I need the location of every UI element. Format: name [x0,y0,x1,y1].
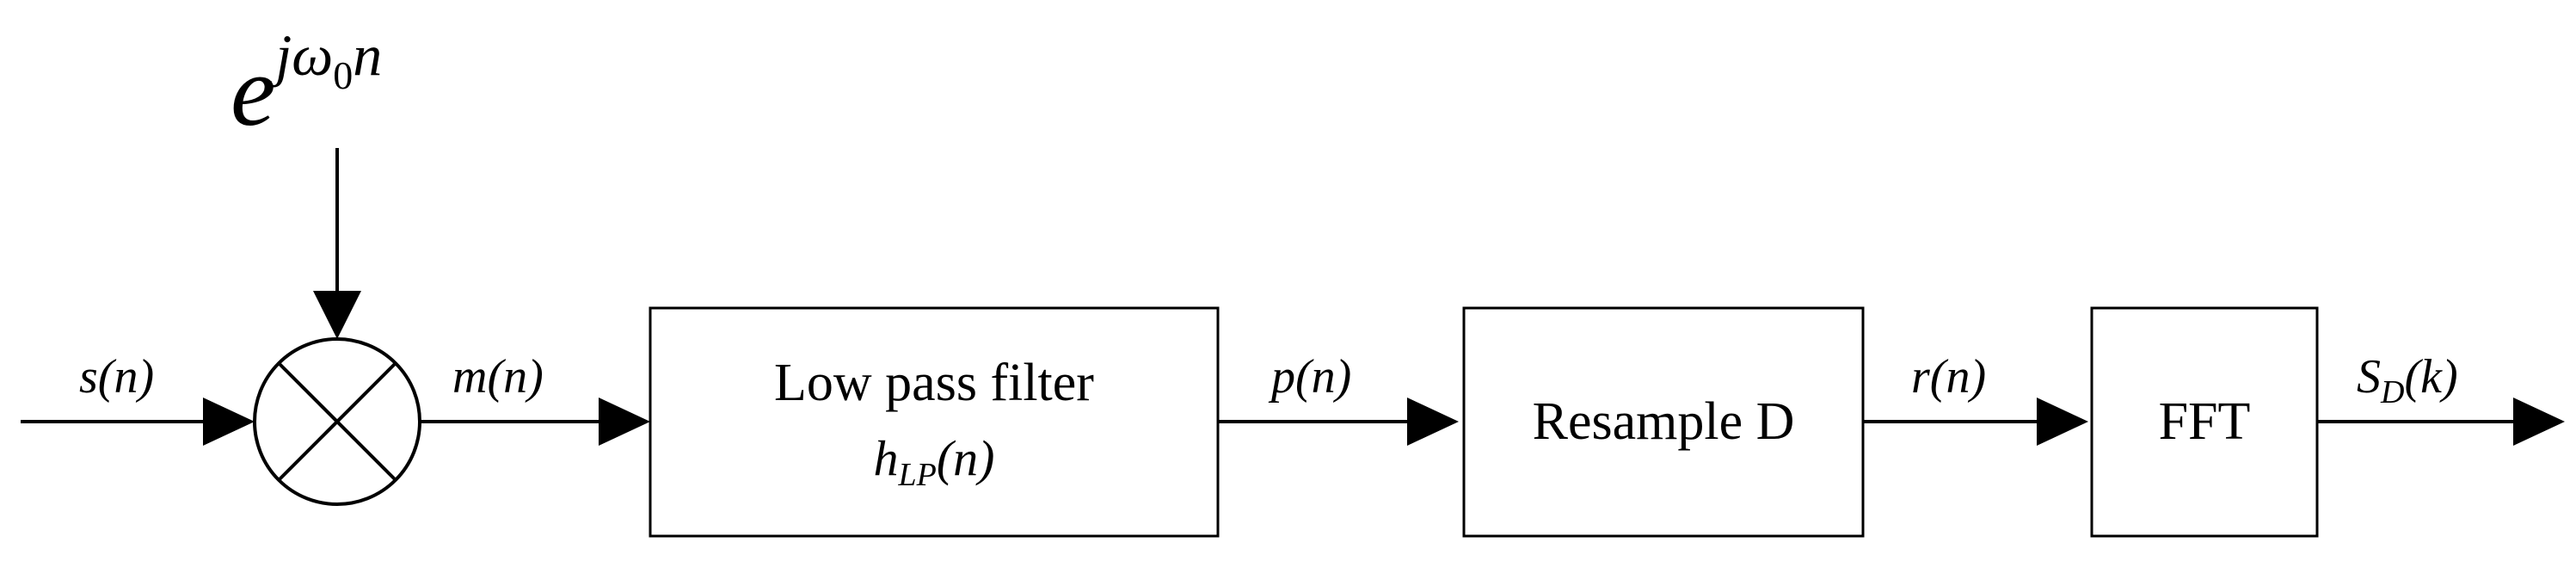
mixer-symbol [253,337,421,506]
resample-label: Resample D [1533,392,1795,451]
low-pass-filter-block [649,306,1220,538]
p-label: p(n) [1268,350,1351,404]
sd-arrowhead [2513,398,2565,446]
r-label: r(n) [1911,350,1986,404]
sd-label: SD(k) [2357,350,2458,410]
m-arrowhead [599,398,650,446]
lpf-impulse-response: hLP(n) [874,430,995,493]
r-arrowhead [2037,398,2088,446]
fft-label: FFT [2159,392,2251,451]
s-arrowhead [203,398,255,446]
oscillator-label: ejω0n [231,22,382,147]
resample-block [1462,306,1865,538]
p-arrowhead [1407,398,1459,446]
osc-arrowhead [313,291,361,339]
fft-block [2090,306,2319,538]
lpf-title: Low pass filter [774,354,1094,412]
s-label: s(n) [79,350,154,404]
m-label: m(n) [452,350,544,404]
